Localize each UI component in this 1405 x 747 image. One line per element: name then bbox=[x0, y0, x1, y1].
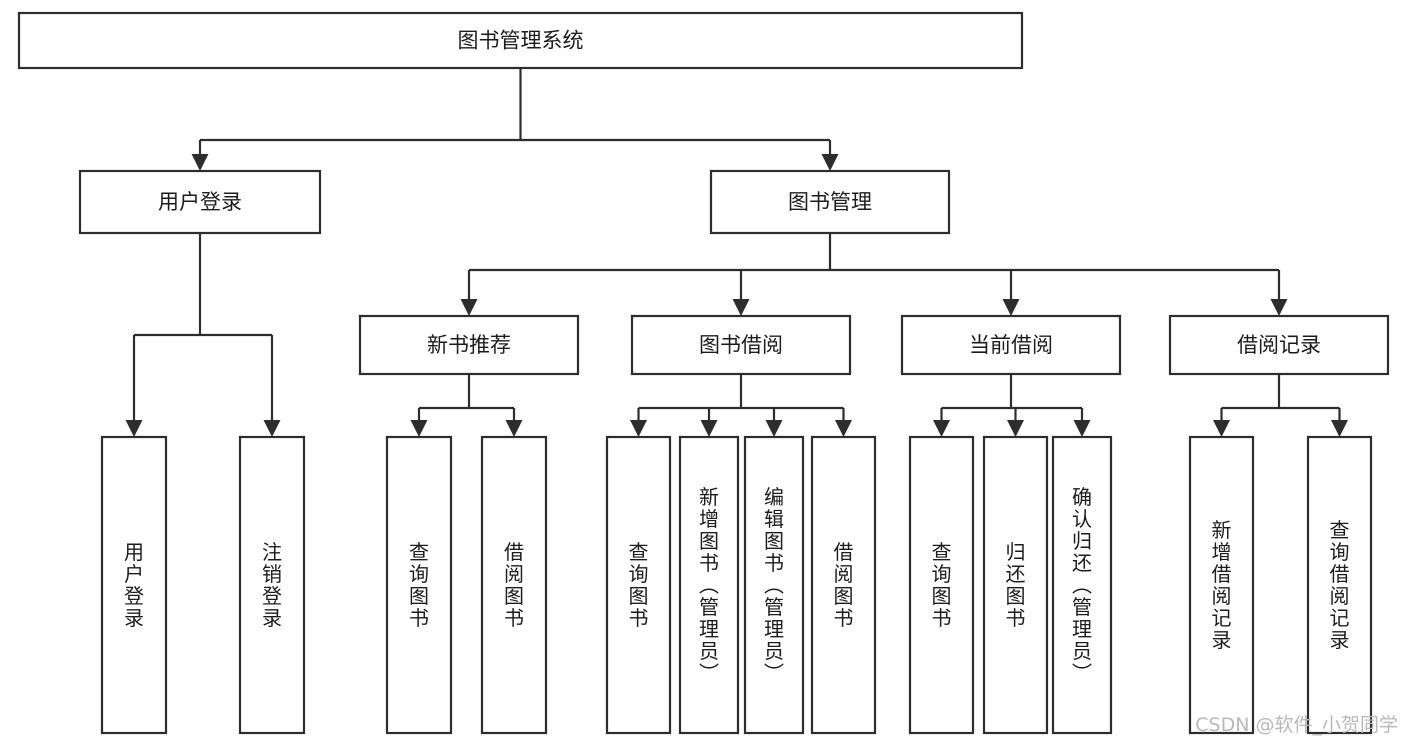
connector-borrow-records-to-leaf-br-add-record-arrowhead bbox=[1213, 420, 1230, 437]
node-box-leaf-user-logout[interactable] bbox=[238, 435, 306, 735]
node-box-user-login[interactable] bbox=[78, 169, 322, 235]
connector-book-management-to-book-borrow-arrowhead bbox=[732, 299, 750, 316]
connector-book-management-to-borrow-records-arrowhead bbox=[1270, 299, 1288, 316]
node-leaf-nbr-query-book[interactable]: 查询图书 bbox=[385, 435, 453, 735]
node-box-book-management[interactable] bbox=[709, 169, 951, 235]
node-leaf-bb-add-book[interactable]: 新增图书︵管理员︶ bbox=[678, 435, 740, 735]
node-label-leaf-cb-return-book: 归还图书 bbox=[1006, 540, 1026, 630]
node-book-borrow[interactable]: 图书借阅 bbox=[630, 314, 852, 376]
node-box-leaf-nbr-query-book[interactable] bbox=[385, 435, 453, 735]
node-leaf-cb-return-book[interactable]: 归还图书 bbox=[982, 435, 1049, 735]
node-label-book-management: 图书管理 bbox=[788, 190, 872, 214]
node-box-leaf-nbr-borrow-book[interactable] bbox=[480, 435, 548, 735]
node-borrow-records[interactable]: 借阅记录 bbox=[1168, 314, 1390, 376]
node-leaf-br-query-record[interactable]: 查询借阅记录 bbox=[1306, 435, 1373, 735]
node-box-leaf-bb-edit-book[interactable] bbox=[743, 435, 805, 735]
node-leaf-user-logout[interactable]: 注销登录 bbox=[238, 435, 306, 735]
node-label-current-borrow: 当前借阅 bbox=[969, 333, 1053, 357]
connector-book-borrow-to-leaf-bb-edit-book-arrowhead bbox=[765, 420, 783, 437]
node-box-leaf-br-query-record[interactable] bbox=[1306, 435, 1373, 735]
node-box-leaf-br-add-record[interactable] bbox=[1188, 435, 1255, 735]
connector-book-borrow-to-leaf-bb-query-book-arrowhead bbox=[630, 420, 647, 437]
connector-book-borrow-to-leaf-bb-add-book-arrowhead bbox=[700, 420, 718, 437]
connector-new-book-recommend-to-leaf-nbr-borrow-book-arrowhead bbox=[505, 420, 523, 437]
node-box-root[interactable] bbox=[17, 11, 1024, 70]
connector-root-to-user-login-arrowhead bbox=[191, 154, 209, 171]
node-box-leaf-cb-confirm-return[interactable] bbox=[1051, 435, 1113, 735]
node-box-leaf-user-login[interactable] bbox=[100, 435, 168, 735]
node-label-leaf-user-login: 用户登录 bbox=[124, 540, 144, 630]
node-label-leaf-cb-confirm-return: 确认归还︵管理员︶ bbox=[1072, 485, 1092, 685]
node-label-leaf-bb-borrow-book: 借阅图书 bbox=[834, 540, 854, 630]
node-leaf-cb-query-book[interactable]: 查询图书 bbox=[908, 435, 975, 735]
node-new-book-recommend[interactable]: 新书推荐 bbox=[358, 314, 580, 376]
node-current-borrow[interactable]: 当前借阅 bbox=[900, 314, 1122, 376]
connector-layer bbox=[125, 68, 1348, 437]
node-label-book-borrow: 图书借阅 bbox=[699, 333, 783, 357]
node-leaf-bb-borrow-book[interactable]: 借阅图书 bbox=[810, 435, 877, 735]
connector-book-management-to-current-borrow-arrowhead bbox=[1002, 299, 1020, 316]
node-label-root: 图书管理系统 bbox=[458, 29, 584, 53]
node-box-leaf-cb-return-book[interactable] bbox=[982, 435, 1049, 735]
node-box-borrow-records[interactable] bbox=[1168, 314, 1390, 376]
connector-root-to-book-management-arrowhead bbox=[821, 154, 839, 171]
node-label-leaf-bb-add-book: 新增图书︵管理员︶ bbox=[699, 485, 719, 685]
node-leaf-nbr-borrow-book[interactable]: 借阅图书 bbox=[480, 435, 548, 735]
connector-new-book-recommend-to-leaf-nbr-query-book-arrowhead bbox=[410, 420, 428, 437]
node-box-book-borrow[interactable] bbox=[630, 314, 852, 376]
node-box-leaf-bb-add-book[interactable] bbox=[678, 435, 740, 735]
node-box-leaf-bb-borrow-book[interactable] bbox=[810, 435, 877, 735]
node-user-login[interactable]: 用户登录 bbox=[78, 169, 322, 235]
node-book-management[interactable]: 图书管理 bbox=[709, 169, 951, 235]
node-label-leaf-user-logout: 注销登录 bbox=[262, 540, 282, 630]
node-leaf-cb-confirm-return[interactable]: 确认归还︵管理员︶ bbox=[1051, 435, 1113, 735]
node-label-leaf-nbr-query-book: 查询图书 bbox=[409, 540, 429, 630]
connector-current-borrow-to-leaf-cb-query-book-arrowhead bbox=[933, 420, 950, 437]
node-label-leaf-cb-query-book: 查询图书 bbox=[932, 540, 952, 630]
node-label-borrow-records: 借阅记录 bbox=[1237, 333, 1321, 357]
node-label-user-login: 用户登录 bbox=[158, 190, 242, 214]
node-label-leaf-br-add-record: 新增借阅记录 bbox=[1212, 518, 1232, 652]
connector-book-borrow-to-leaf-bb-borrow-book-arrowhead bbox=[835, 420, 852, 437]
node-layer: 图书管理系统用户登录用户登录注销登录图书管理新书推荐查询图书借阅图书图书借阅查询… bbox=[17, 11, 1390, 735]
connector-user-login-to-leaf-user-login-arrowhead bbox=[125, 420, 143, 437]
connector-borrow-records-to-leaf-br-query-record-arrowhead bbox=[1331, 420, 1348, 437]
connector-book-management-to-new-book-recommend-arrowhead bbox=[460, 299, 478, 316]
node-root[interactable]: 图书管理系统 bbox=[17, 11, 1024, 70]
node-leaf-br-add-record[interactable]: 新增借阅记录 bbox=[1188, 435, 1255, 735]
csdn-watermark: CSDN @软件_小贺同学 bbox=[1195, 714, 1398, 736]
node-box-current-borrow[interactable] bbox=[900, 314, 1122, 376]
node-leaf-bb-edit-book[interactable]: 编辑图书︵管理员︶ bbox=[743, 435, 805, 735]
node-box-leaf-bb-query-book[interactable] bbox=[605, 435, 672, 735]
node-box-leaf-cb-query-book[interactable] bbox=[908, 435, 975, 735]
connector-user-login-to-leaf-user-logout-arrowhead bbox=[263, 420, 281, 437]
node-box-new-book-recommend[interactable] bbox=[358, 314, 580, 376]
node-label-leaf-br-query-record: 查询借阅记录 bbox=[1330, 518, 1350, 652]
node-label-new-book-recommend: 新书推荐 bbox=[427, 333, 511, 357]
node-leaf-bb-query-book[interactable]: 查询图书 bbox=[605, 435, 672, 735]
connector-current-borrow-to-leaf-cb-confirm-return-arrowhead bbox=[1073, 420, 1091, 437]
node-label-leaf-bb-edit-book: 编辑图书︵管理员︶ bbox=[764, 485, 784, 685]
node-leaf-user-login[interactable]: 用户登录 bbox=[100, 435, 168, 735]
connector-current-borrow-to-leaf-cb-return-book-arrowhead bbox=[1007, 420, 1024, 437]
node-label-leaf-nbr-borrow-book: 借阅图书 bbox=[504, 540, 524, 630]
node-label-leaf-bb-query-book: 查询图书 bbox=[629, 540, 649, 630]
